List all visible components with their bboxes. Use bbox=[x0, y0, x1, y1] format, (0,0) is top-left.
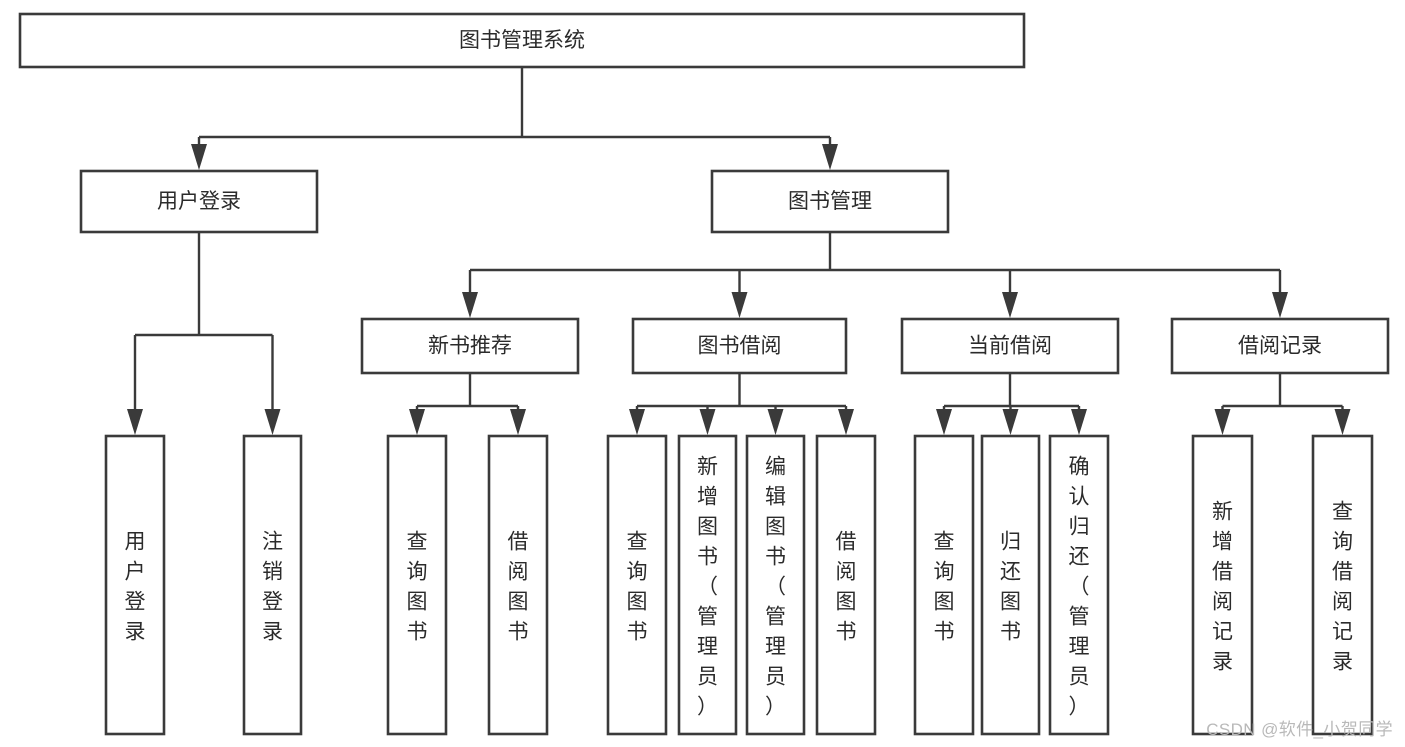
node-leaf-logout[interactable]: 注销登录 bbox=[242, 434, 303, 736]
node-label-new-book-recommend: 新书推荐 bbox=[428, 335, 512, 358]
node-label-leaf-user-login: 用户登录 bbox=[125, 530, 146, 643]
node-book-borrow[interactable]: 图书借阅 bbox=[631, 317, 848, 375]
node-box-leaf-query-book-borrow[interactable] bbox=[606, 434, 668, 736]
node-label-leaf-add-borrow-record: 新增借阅记录 bbox=[1212, 500, 1233, 673]
node-label-leaf-return-book: 归还图书 bbox=[1000, 530, 1021, 643]
connector-current-borrow-to-leaves bbox=[936, 373, 1087, 435]
node-label-current-borrow: 当前借阅 bbox=[968, 335, 1052, 358]
arrow-head-icon bbox=[936, 409, 952, 435]
node-box-leaf-return-book[interactable] bbox=[980, 434, 1041, 736]
connector-book-borrow-to-leaves bbox=[629, 373, 854, 435]
arrow-head-icon bbox=[822, 144, 838, 170]
nodes-layer: 图书管理系统用户登录图书管理新书推荐图书借阅当前借阅借阅记录用户登录注销登录查询… bbox=[18, 12, 1390, 736]
node-leaf-query-book-borrow[interactable]: 查询图书 bbox=[606, 434, 668, 736]
node-box-book-management[interactable] bbox=[710, 169, 950, 234]
arrow-head-icon bbox=[699, 409, 716, 435]
connector-book-management-to-level3 bbox=[462, 232, 1288, 318]
node-leaf-query-book-current[interactable]: 查询图书 bbox=[913, 434, 975, 736]
arrow-head-icon bbox=[127, 409, 143, 435]
node-new-book-recommend[interactable]: 新书推荐 bbox=[360, 317, 580, 375]
node-box-user-login[interactable] bbox=[79, 169, 319, 234]
arrow-head-icon bbox=[264, 409, 281, 435]
node-label-leaf-query-book-recommend: 查询图书 bbox=[407, 530, 428, 643]
node-box-current-borrow[interactable] bbox=[900, 317, 1120, 375]
arrow-head-icon bbox=[510, 409, 526, 435]
node-box-leaf-add-borrow-record[interactable] bbox=[1191, 434, 1254, 736]
node-leaf-add-book[interactable]: 新增图书（管理员） bbox=[677, 434, 738, 736]
node-label-leaf-borrow-book: 借阅图书 bbox=[836, 530, 857, 643]
arrow-head-icon bbox=[191, 144, 207, 170]
arrow-head-icon bbox=[767, 409, 784, 435]
arrow-head-icon bbox=[462, 292, 478, 318]
node-label-book-borrow: 图书借阅 bbox=[698, 335, 782, 358]
arrow-head-icon bbox=[1071, 409, 1087, 435]
node-box-leaf-confirm-return[interactable] bbox=[1048, 434, 1110, 736]
arrow-head-icon bbox=[1272, 292, 1288, 318]
node-book-management[interactable]: 图书管理 bbox=[710, 169, 950, 234]
node-label-user-login: 用户登录 bbox=[157, 190, 241, 213]
node-box-new-book-recommend[interactable] bbox=[360, 317, 580, 375]
node-box-leaf-add-book[interactable] bbox=[677, 434, 738, 736]
node-borrow-record[interactable]: 借阅记录 bbox=[1170, 317, 1390, 375]
node-leaf-borrow-book[interactable]: 借阅图书 bbox=[815, 434, 877, 736]
node-box-book-borrow[interactable] bbox=[631, 317, 848, 375]
arrow-head-icon bbox=[1002, 292, 1018, 318]
node-leaf-confirm-return[interactable]: 确认归还（管理员） bbox=[1048, 434, 1110, 736]
node-current-borrow[interactable]: 当前借阅 bbox=[900, 317, 1120, 375]
node-label-borrow-record: 借阅记录 bbox=[1238, 335, 1322, 358]
node-box-borrow-record[interactable] bbox=[1170, 317, 1390, 375]
node-label-leaf-query-book-borrow: 查询图书 bbox=[627, 530, 648, 643]
node-label-leaf-add-book: 新增图书（管理员） bbox=[697, 455, 718, 718]
connector-root-to-level2 bbox=[191, 67, 838, 170]
node-label-leaf-query-book-current: 查询图书 bbox=[934, 530, 955, 643]
node-box-leaf-query-borrow-record[interactable] bbox=[1311, 434, 1374, 736]
node-leaf-return-book[interactable]: 归还图书 bbox=[980, 434, 1041, 736]
watermark-text: CSDN @软件_小贺同学 bbox=[1206, 720, 1393, 739]
node-leaf-query-borrow-record[interactable]: 查询借阅记录 bbox=[1311, 434, 1374, 736]
node-leaf-add-borrow-record[interactable]: 新增借阅记录 bbox=[1191, 434, 1254, 736]
arrow-head-icon bbox=[838, 409, 854, 435]
edges-layer bbox=[127, 67, 1351, 435]
arrow-head-icon bbox=[409, 409, 425, 435]
connector-new-book-recommend-to-leaves bbox=[409, 373, 526, 435]
connector-user-login-to-leaves bbox=[127, 232, 281, 435]
node-label-leaf-confirm-return: 确认归还（管理员） bbox=[1069, 455, 1090, 718]
node-box-leaf-edit-book[interactable] bbox=[745, 434, 806, 736]
arrow-head-icon bbox=[731, 292, 748, 318]
node-root[interactable]: 图书管理系统 bbox=[18, 12, 1026, 69]
arrow-head-icon bbox=[1334, 409, 1351, 435]
node-box-leaf-user-login[interactable] bbox=[104, 434, 166, 736]
node-leaf-edit-book[interactable]: 编辑图书（管理员） bbox=[745, 434, 806, 736]
node-label-leaf-edit-book: 编辑图书（管理员） bbox=[765, 455, 786, 718]
arrow-head-icon bbox=[1214, 409, 1231, 435]
arrow-head-icon bbox=[1002, 409, 1019, 435]
node-label-book-management: 图书管理 bbox=[788, 190, 872, 213]
node-label-root: 图书管理系统 bbox=[459, 29, 585, 52]
node-leaf-user-login[interactable]: 用户登录 bbox=[104, 434, 166, 736]
node-label-leaf-query-borrow-record: 查询借阅记录 bbox=[1332, 500, 1353, 673]
connector-borrow-record-to-leaves bbox=[1214, 373, 1351, 435]
node-box-leaf-query-book-current[interactable] bbox=[913, 434, 975, 736]
node-box-leaf-query-book-recommend[interactable] bbox=[386, 434, 448, 736]
node-label-leaf-logout: 注销登录 bbox=[262, 530, 283, 643]
node-leaf-query-book-recommend[interactable]: 查询图书 bbox=[386, 434, 448, 736]
node-user-login[interactable]: 用户登录 bbox=[79, 169, 319, 234]
node-box-leaf-borrow-book-recommend[interactable] bbox=[487, 434, 549, 736]
arrow-head-icon bbox=[629, 409, 645, 435]
node-box-leaf-borrow-book[interactable] bbox=[815, 434, 877, 736]
node-leaf-borrow-book-recommend[interactable]: 借阅图书 bbox=[487, 434, 549, 736]
node-box-root[interactable] bbox=[18, 12, 1026, 69]
node-label-leaf-borrow-book-recommend: 借阅图书 bbox=[508, 530, 529, 643]
node-box-leaf-logout[interactable] bbox=[242, 434, 303, 736]
